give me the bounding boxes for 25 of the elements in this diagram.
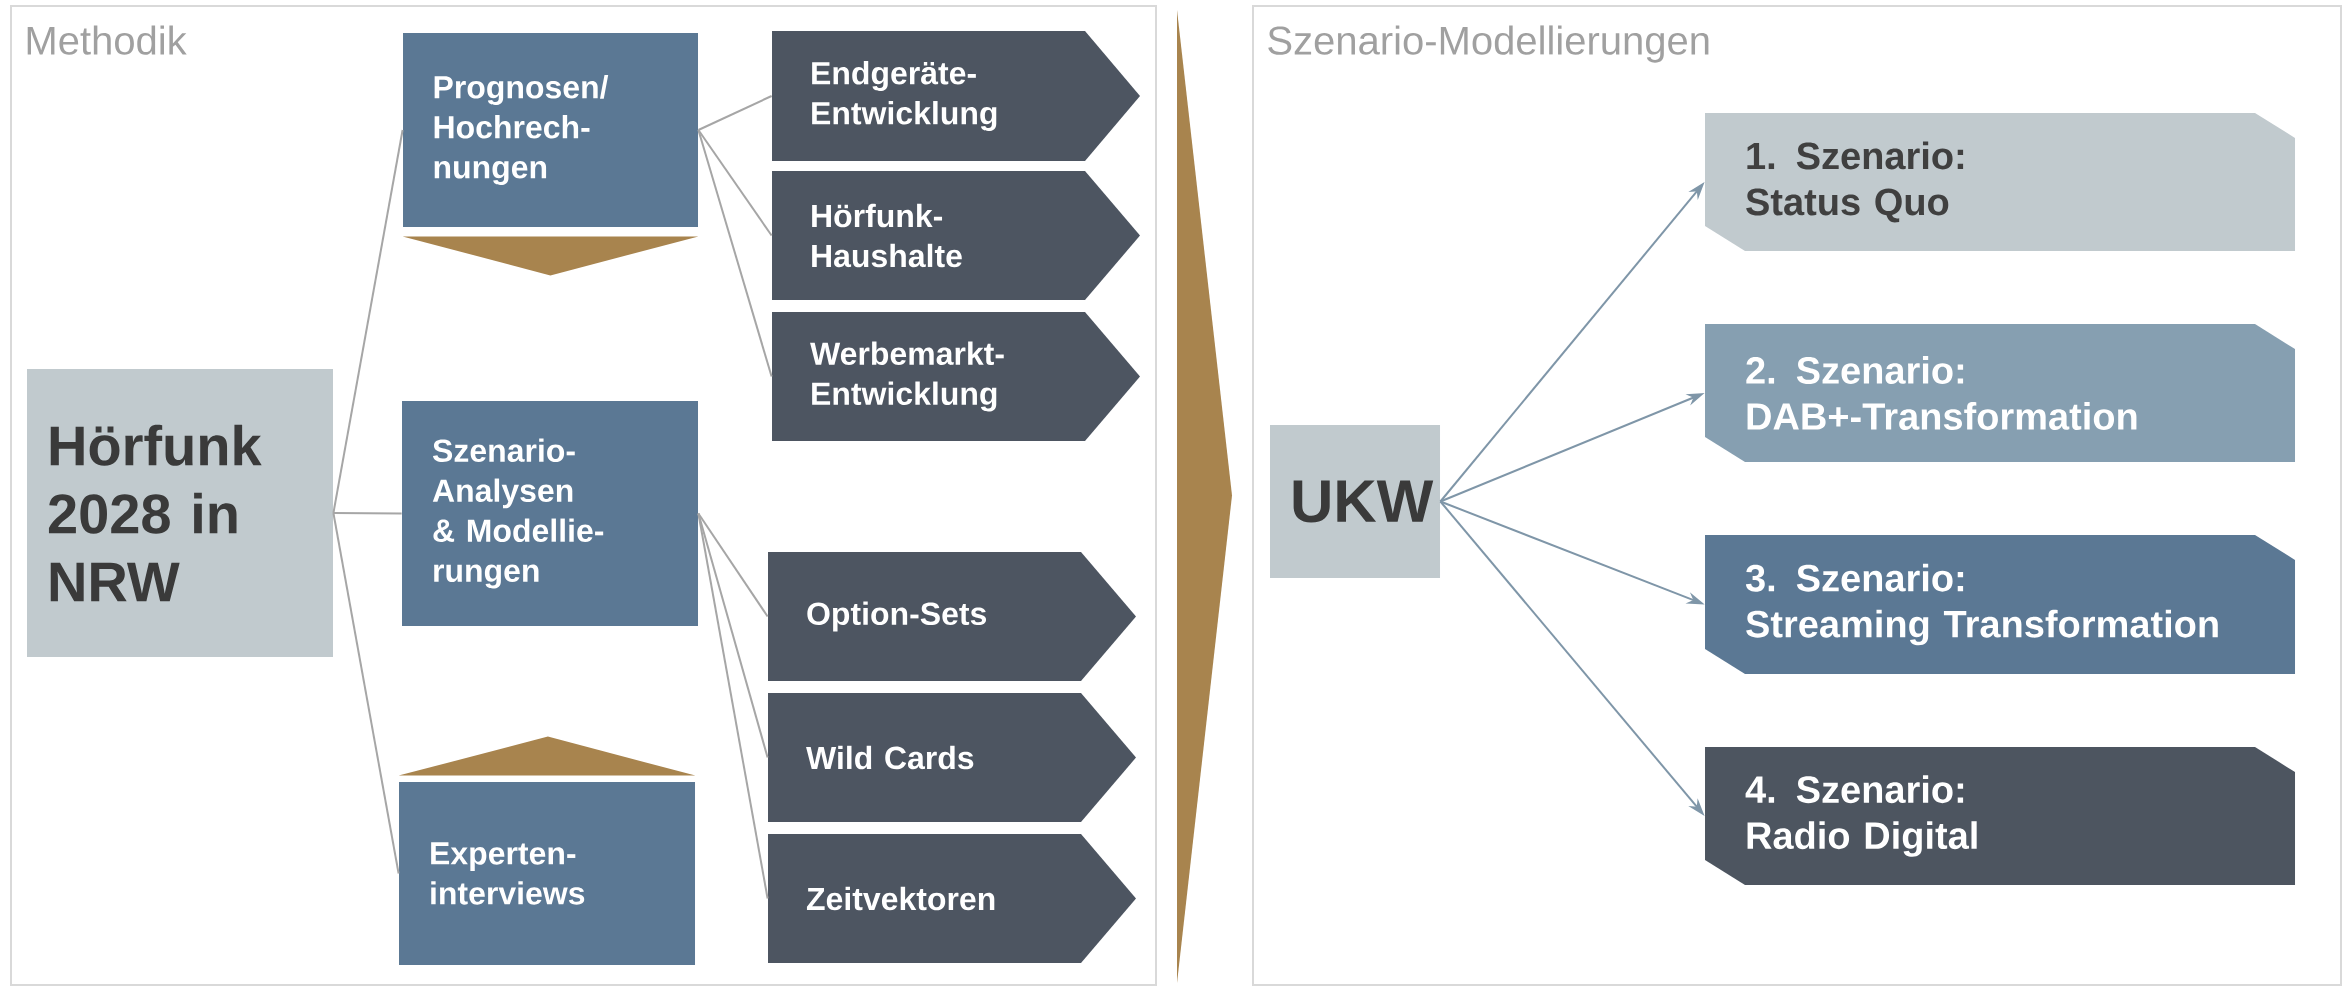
chevron-arrow [398,736,696,776]
scenario-box: 1. Szenario: Status Quo [1705,113,2295,251]
chevron-box: Werbemarkt- Entwicklung [772,312,1140,441]
chevron-box: Option-Sets [768,552,1136,681]
title-box: Hörfunk 2028 in NRW [27,369,333,657]
scenario-box: 4. Szenario: Radio Digital [1705,747,2295,885]
scenario-box: 3. Szenario: Streaming Transformation [1705,535,2295,674]
title-box: UKW [1270,425,1440,578]
process-box: Experten- interviews [399,782,695,965]
process-box: Szenario- Analysen & Modellie- rungen [402,401,698,626]
connector-line [332,129,404,514]
scenario-box: 2. Szenario: DAB+-Transformation [1705,324,2295,462]
connector-line [697,512,769,618]
connector-line [697,129,773,378]
chevron-box: Endgeräte- Entwicklung [772,31,1140,161]
chevron-box: Wild Cards [768,693,1136,822]
chevron-box: Zeitvektoren [768,834,1136,963]
connector-line [697,512,769,900]
chevron-box: Hörfunk- Haushalte [772,171,1140,300]
connector-line [332,512,400,875]
connector-line [697,129,773,237]
connector-line [332,512,403,515]
process-box: Prognosen/ Hochrech- nungen [403,33,698,227]
chevron-arrow [402,236,699,276]
connector-line [697,95,773,131]
